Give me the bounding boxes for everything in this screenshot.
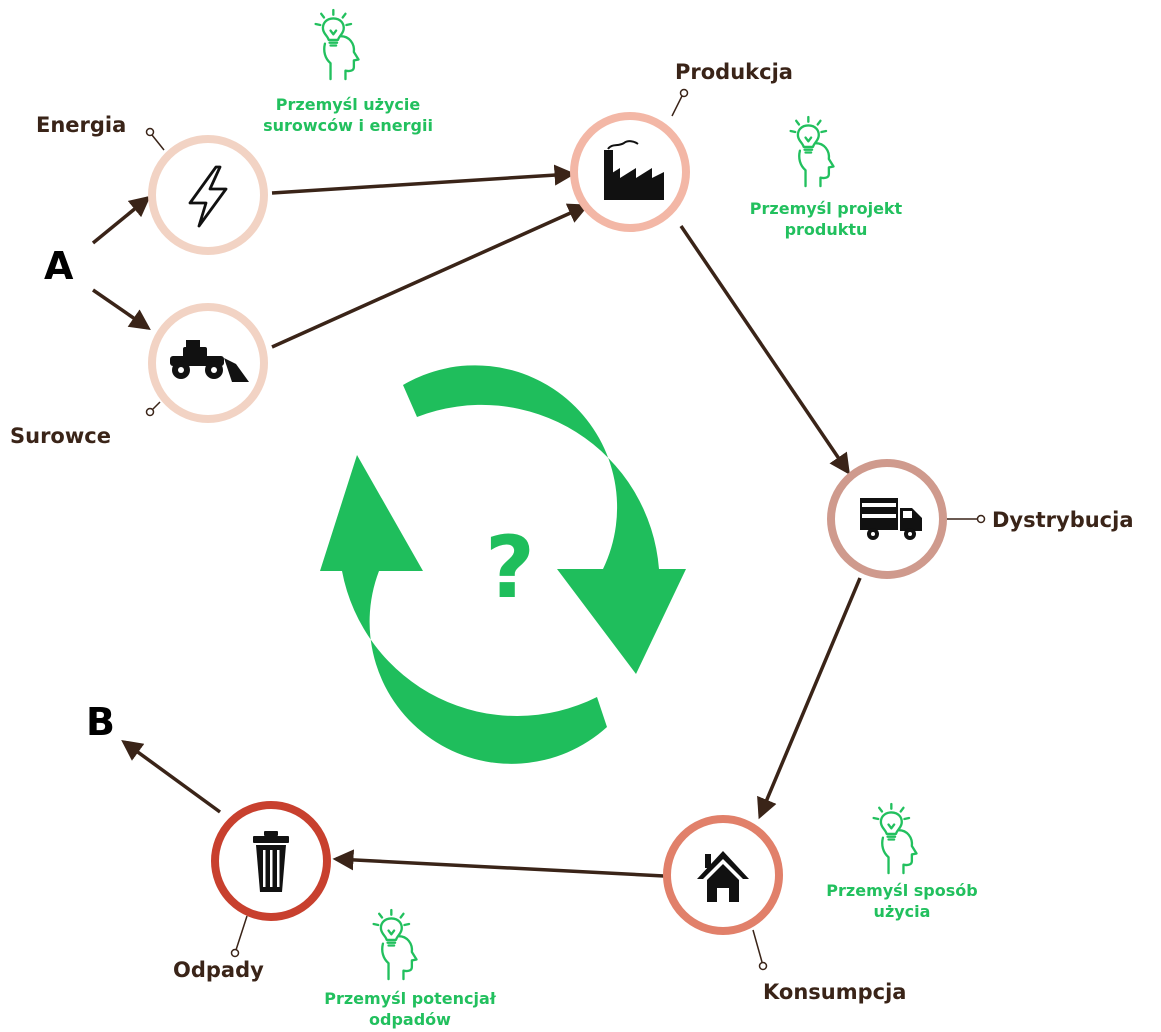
arrow-produkcja-to-dystrybucja [679,225,850,475]
tip-use: Przemyśl sposób użycia [804,880,1000,922]
label-energia: Energia [36,113,127,137]
node-dystrybucja [827,459,986,579]
arrow-dystrybucja-to-konsumpcja [757,577,862,820]
house-icon [697,851,749,902]
factory-icon [604,140,664,200]
tip-waste: Przemyśl potencjał odpadów [300,988,520,1030]
tip-waste-line-1: Przemyśl potencjał [324,989,496,1008]
arrow-odpady-to-b [121,739,222,814]
idea-head-icon-waste [372,908,418,981]
node-surowce [145,303,268,423]
arrow-a-to-energia [91,195,151,245]
node-energia [145,127,268,255]
end-label: B [86,700,115,744]
flow-arrows [91,164,862,878]
label-konsumpcja: Konsumpcja [763,980,907,1004]
cycle-arrows-icon [320,365,686,764]
node-odpady [211,801,331,958]
trash-icon [253,831,289,892]
label-odpady: Odpady [173,958,264,982]
arrow-konsumpcja-to-odpady [332,849,665,878]
tip-energy: Przemyśl użycie surowców i energii [250,94,446,136]
tip-use-line-1: Przemyśl sposób [826,881,978,900]
tip-product-line-1: Przemyśl projekt [749,199,903,218]
bulldozer-icon [170,340,249,382]
arrow-a-to-surowce [92,288,151,330]
tip-energy-line-1: Przemyśl użycie [275,95,421,114]
start-label: A [44,244,74,288]
label-surowce: Surowce [10,424,111,448]
center-question-mark: ? [485,518,535,618]
idea-head-icon-product [789,115,835,188]
node-konsumpcja [663,815,783,971]
idea-head-icon-use [872,802,918,875]
arrow-energia-to-produkcja [271,164,576,195]
arrow-surowce-to-produkcja [271,203,590,349]
node-produkcja [570,88,690,232]
lightning-icon [188,165,228,228]
idea-head-icon-energy [314,8,360,81]
label-produkcja: Produkcja [675,60,793,84]
tip-product-line-2: produktu [784,220,868,239]
truck-icon [860,498,922,540]
tip-waste-line-2: odpadów [369,1010,451,1029]
tip-energy-line-2: surowców i energii [263,116,433,135]
tip-use-line-2: użycia [873,902,931,921]
label-dystrybucja: Dystrybucja [992,508,1134,532]
tip-product: Przemyśl projekt produktu [728,198,924,240]
